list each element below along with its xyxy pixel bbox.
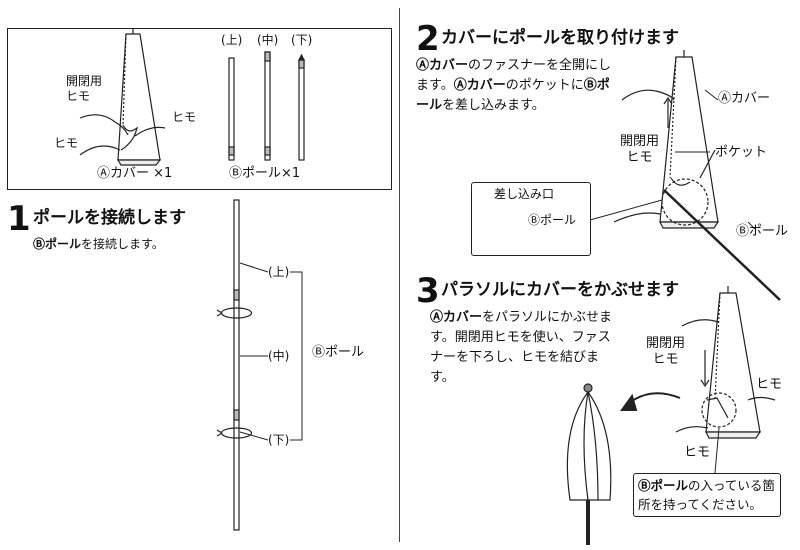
label-open-cord: 開閉用 ヒモ xyxy=(66,74,103,103)
pole-part-bottom-label: (下) xyxy=(291,33,313,47)
step2-title: カバーにポールを取り付けます xyxy=(441,28,679,48)
step1-number: 1 xyxy=(7,199,31,239)
pole-parts xyxy=(228,51,305,161)
step3-title: パラソルにカバーをかぶせます xyxy=(441,280,679,300)
step1-title: ポールを接続します xyxy=(33,208,186,228)
pole-leader-lines xyxy=(239,262,303,441)
step2-cover xyxy=(613,50,781,301)
assembled-pole xyxy=(216,199,253,531)
inset-title: 差し込み口 xyxy=(494,187,555,201)
column-divider xyxy=(399,8,400,542)
step3-cover xyxy=(675,286,776,439)
label-cord-left: ヒモ xyxy=(54,136,79,150)
step1-bracket-label: Ⓑポール xyxy=(312,345,365,360)
step3-label-cord-right: ヒモ xyxy=(756,377,783,392)
label-cord-right: ヒモ xyxy=(172,110,197,124)
step3-arrow xyxy=(620,392,681,411)
step2-number: 2 xyxy=(416,19,440,59)
pole-part-top-label: (上) xyxy=(221,33,243,47)
inset-pole-label: Ⓑポール xyxy=(528,213,577,227)
cover-illustration xyxy=(79,28,166,166)
inset-box xyxy=(471,182,591,256)
step2-text: Ⓐカバーのファスナーを全開にします。ⒶカバーのポケットにⒷポールを差し込みます。 xyxy=(416,58,612,113)
step2-label-cover: Ⓐカバー xyxy=(718,91,771,106)
cover-label: Ⓐカバー ×1 xyxy=(97,166,173,181)
step3-note: Ⓑポールの入っている箇所を持ってください。 xyxy=(633,473,781,517)
pole-label: Ⓑポール×1 xyxy=(229,166,301,181)
step1-label-bottom: (下) xyxy=(268,433,290,447)
step2-label-open-cord: 開閉用 ヒモ xyxy=(620,134,660,165)
step1-text: Ⓑポールを接続します。 xyxy=(33,237,164,251)
step1-label-mid: (中) xyxy=(268,349,290,363)
step3-parasol xyxy=(566,383,612,545)
step2-label-pole: Ⓑポール xyxy=(736,224,789,239)
step3-label-open-cord: 開閉用 ヒモ xyxy=(646,336,686,367)
step2-label-pocket: ポケット xyxy=(715,145,768,160)
step3-text: Ⓐカバーをパラソルにかぶせます。開閉用ヒモを使い、ファスナーを下ろし、ヒモを結び… xyxy=(430,310,613,385)
parts-box xyxy=(7,28,392,190)
step2-leaders xyxy=(589,89,757,231)
pole-part-mid-label: (中) xyxy=(257,33,279,47)
step1-label-top: (上) xyxy=(268,265,290,279)
step3-number: 3 xyxy=(416,271,440,311)
step3-label-cord-left: ヒモ xyxy=(684,445,711,460)
